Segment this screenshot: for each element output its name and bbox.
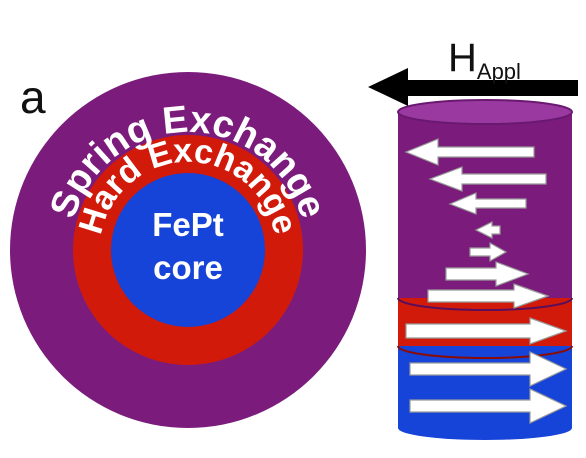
magnetization-arrows: [404, 138, 568, 424]
spin-arrow-3: [448, 192, 527, 215]
spin-arrow-7: [427, 283, 550, 309]
cylinder-top-face: [397, 99, 573, 125]
spin-arrow-2: [428, 166, 547, 192]
spin-arrow-4: [474, 221, 501, 239]
spin-arrow-9: [409, 351, 568, 387]
spin-arrow-10: [409, 388, 568, 424]
core-label-line1: FePt: [152, 206, 224, 243]
cylinder-boundary-upper: [397, 297, 573, 311]
panel-label: a: [20, 71, 46, 123]
spin-arrow-6: [445, 261, 530, 287]
fept-core: [111, 173, 265, 327]
spin-arrow-1: [404, 138, 535, 166]
field-symbol: H: [448, 36, 477, 80]
applied-field-arrow: [368, 68, 578, 106]
spin-arrow-5: [469, 241, 508, 263]
field-subscript: Appl: [476, 59, 521, 84]
core-label-line2: core: [153, 249, 223, 286]
cylinder-boundary-lower: [397, 345, 573, 359]
spin-arrow-8: [405, 317, 568, 345]
applied-field-label: HAppl: [448, 36, 521, 85]
